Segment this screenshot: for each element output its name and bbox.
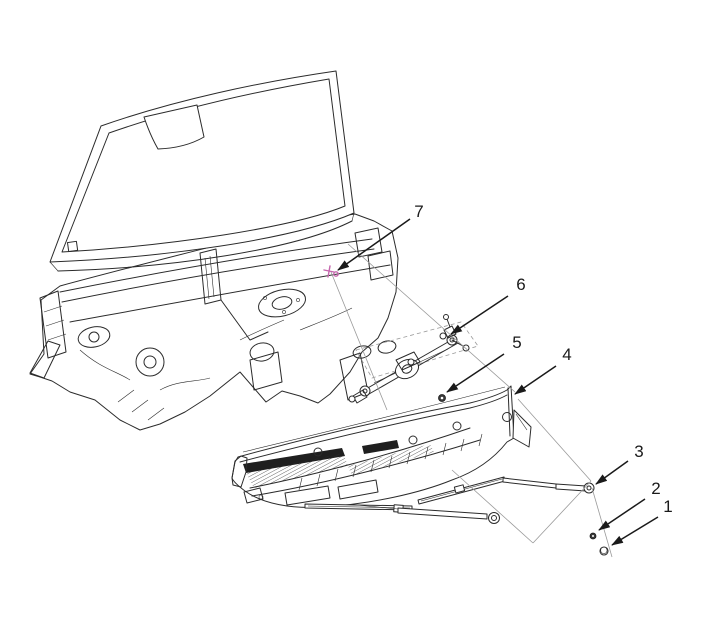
callout-3: 3 xyxy=(595,442,644,485)
callout-1: 1 xyxy=(611,497,673,546)
mounting-bolt xyxy=(438,394,446,402)
leader-arrow-icon xyxy=(595,460,629,485)
wiper-arm-blade-driver xyxy=(304,503,500,524)
callout-label-6: 6 xyxy=(516,275,525,294)
pink-clip xyxy=(323,265,339,278)
callout-7: 7 xyxy=(337,202,424,271)
leader-arrow-icon xyxy=(450,295,509,335)
callout-2: 2 xyxy=(598,479,661,531)
leader-arrow-icon xyxy=(337,218,411,271)
cowl-side-flap xyxy=(512,409,532,448)
callout-label-7: 7 xyxy=(414,202,423,221)
wiper-motor-linkage xyxy=(348,314,470,404)
glass-mark xyxy=(66,240,79,253)
callout-label-1: 1 xyxy=(663,497,672,516)
callout-label-2: 2 xyxy=(651,479,660,498)
callout-label-4: 4 xyxy=(562,345,571,364)
assembly-guide-lines xyxy=(330,243,613,558)
callout-label-5: 5 xyxy=(512,333,521,352)
cowl-body-structure xyxy=(29,213,399,431)
pivot-cap xyxy=(599,546,609,556)
mirror-cover xyxy=(143,104,205,150)
callout-4: 4 xyxy=(514,345,572,395)
leader-arrow-icon xyxy=(611,516,659,546)
assembly-guide-lines-back xyxy=(355,321,479,379)
cowl-top-cover xyxy=(231,385,532,508)
pivot-nut xyxy=(589,532,597,540)
callout-label-3: 3 xyxy=(634,442,643,461)
leader-arrow-icon xyxy=(514,365,557,395)
windshield xyxy=(49,70,355,272)
leader-arrow-icon xyxy=(446,353,505,393)
leader-arrow-icon xyxy=(598,498,646,531)
callout-5: 5 xyxy=(446,333,522,393)
callout-6: 6 xyxy=(450,275,526,335)
